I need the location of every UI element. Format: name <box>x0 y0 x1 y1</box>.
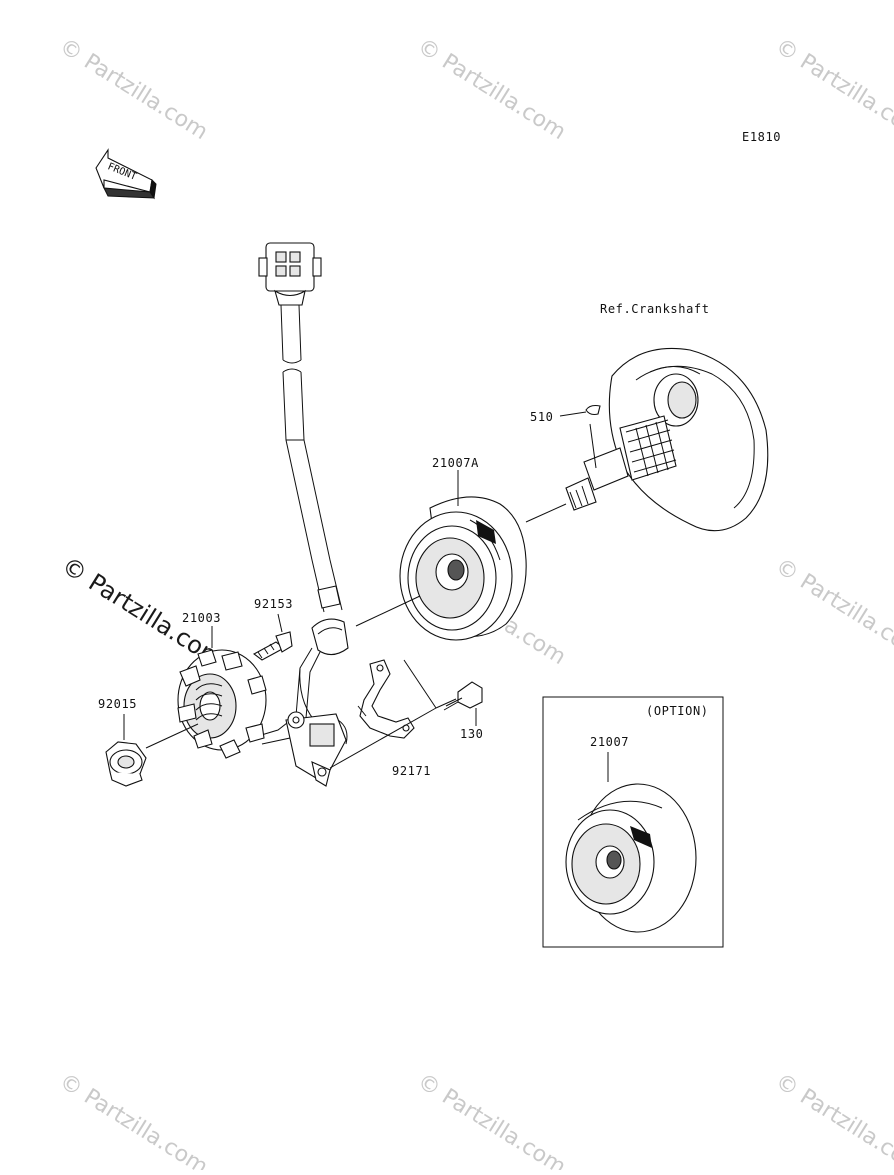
clamp-92171 <box>329 659 437 769</box>
part-label-92153: 92153 <box>254 597 293 611</box>
diagram-code: E1810 <box>742 130 781 144</box>
crankshaft-ref <box>565 347 769 532</box>
watermark: © Partzilla.com <box>55 34 212 145</box>
option-label: (OPTION) <box>646 704 709 718</box>
bolt-92153 <box>252 613 293 661</box>
watermark: © Partzilla.com <box>771 1069 894 1170</box>
key-510 <box>559 404 601 417</box>
pickup-coil <box>285 711 348 787</box>
watermark: © Partzilla.com <box>413 34 570 145</box>
stator-21003 <box>177 626 267 759</box>
part-label-21007a: 21007A <box>432 456 479 470</box>
nut-92015 <box>105 714 199 787</box>
option-box <box>542 696 724 948</box>
wire-harness <box>257 242 349 745</box>
front-arrow-icon: FRONT <box>95 148 157 200</box>
part-label-510: 510 <box>530 410 553 424</box>
watermark: © Partzilla.com <box>771 34 894 145</box>
flywheel-21007a <box>355 470 567 641</box>
bolt-130 <box>435 681 483 726</box>
watermark: © Partzilla.com <box>413 1069 570 1170</box>
part-label-21003: 21003 <box>182 611 221 625</box>
part-label-92015: 92015 <box>98 697 137 711</box>
part-label-130: 130 <box>460 727 483 741</box>
watermark: © Partzilla.com <box>55 1069 212 1170</box>
part-label-21007: 21007 <box>590 735 629 749</box>
watermark: © Partzilla.com <box>771 554 894 665</box>
ref-crankshaft-label: Ref.Crankshaft <box>600 302 710 316</box>
part-label-92171: 92171 <box>392 764 431 778</box>
